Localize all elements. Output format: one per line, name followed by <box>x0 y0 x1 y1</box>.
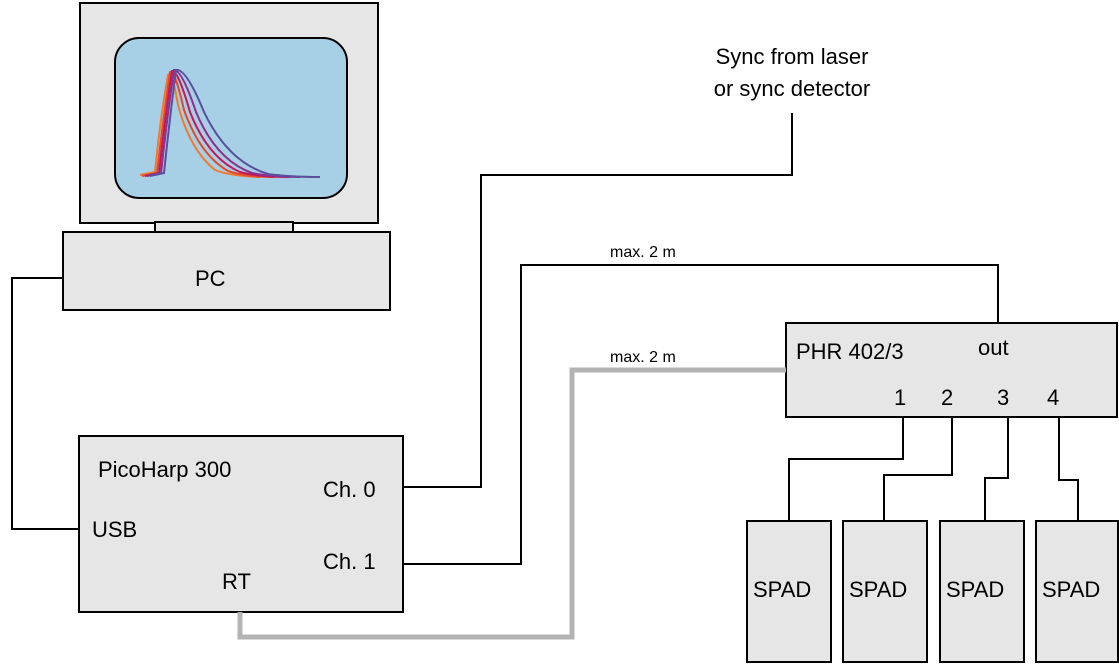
cables <box>11 113 1079 640</box>
decay-curve-5 <box>149 68 321 178</box>
ch1-cable <box>403 264 999 565</box>
port3-cable <box>984 417 1009 521</box>
decay-curve-1 <box>139 73 261 178</box>
picoharp-box <box>78 435 404 613</box>
decay-curve-4 <box>146 68 301 178</box>
spad-label-4: SPAD <box>1042 577 1100 602</box>
usb-cable <box>11 277 79 530</box>
decay-curves <box>139 68 321 178</box>
pc-box <box>62 231 391 311</box>
rt-cable-length: max. 2 m <box>610 349 676 366</box>
router-out-label: out <box>978 335 1009 360</box>
rt-cable <box>237 367 786 640</box>
router-title: PHR 402/3 <box>796 339 904 364</box>
ch1-cable-length: max. 2 m <box>610 244 676 261</box>
spad-detectors: SPAD SPAD SPAD SPAD <box>746 520 1119 663</box>
port1-cable <box>788 417 904 521</box>
router-port-1: 1 <box>894 385 906 410</box>
router-box <box>785 322 1118 418</box>
rt-label: RT <box>222 569 251 594</box>
monitor <box>79 2 379 233</box>
port4-cable <box>1058 417 1079 521</box>
port2-cable <box>883 417 953 521</box>
router-port-3: 3 <box>997 385 1009 410</box>
spad-box-3 <box>939 520 1025 663</box>
usb-label: USB <box>92 517 137 542</box>
ch0-label: Ch. 0 <box>323 477 376 502</box>
decay-curve-3 <box>144 70 291 178</box>
pc-label: PC <box>195 266 226 291</box>
spad-box-1 <box>746 520 832 663</box>
router-port-4: 4 <box>1047 385 1059 410</box>
spad-label-1: SPAD <box>753 577 811 602</box>
spad-box-2 <box>842 520 928 663</box>
sync-cable <box>403 113 793 488</box>
sync-label-line1: Sync from laser <box>716 44 869 69</box>
ch1-label: Ch. 1 <box>323 549 376 574</box>
decay-curve-2 <box>141 71 276 178</box>
picoharp-title: PicoHarp 300 <box>98 457 231 482</box>
sync-label-line2: or sync detector <box>714 76 871 101</box>
spad-label-3: SPAD <box>946 577 1004 602</box>
router-port-2: 2 <box>941 385 953 410</box>
spad-label-2: SPAD <box>849 577 907 602</box>
monitor-stand <box>154 221 294 233</box>
